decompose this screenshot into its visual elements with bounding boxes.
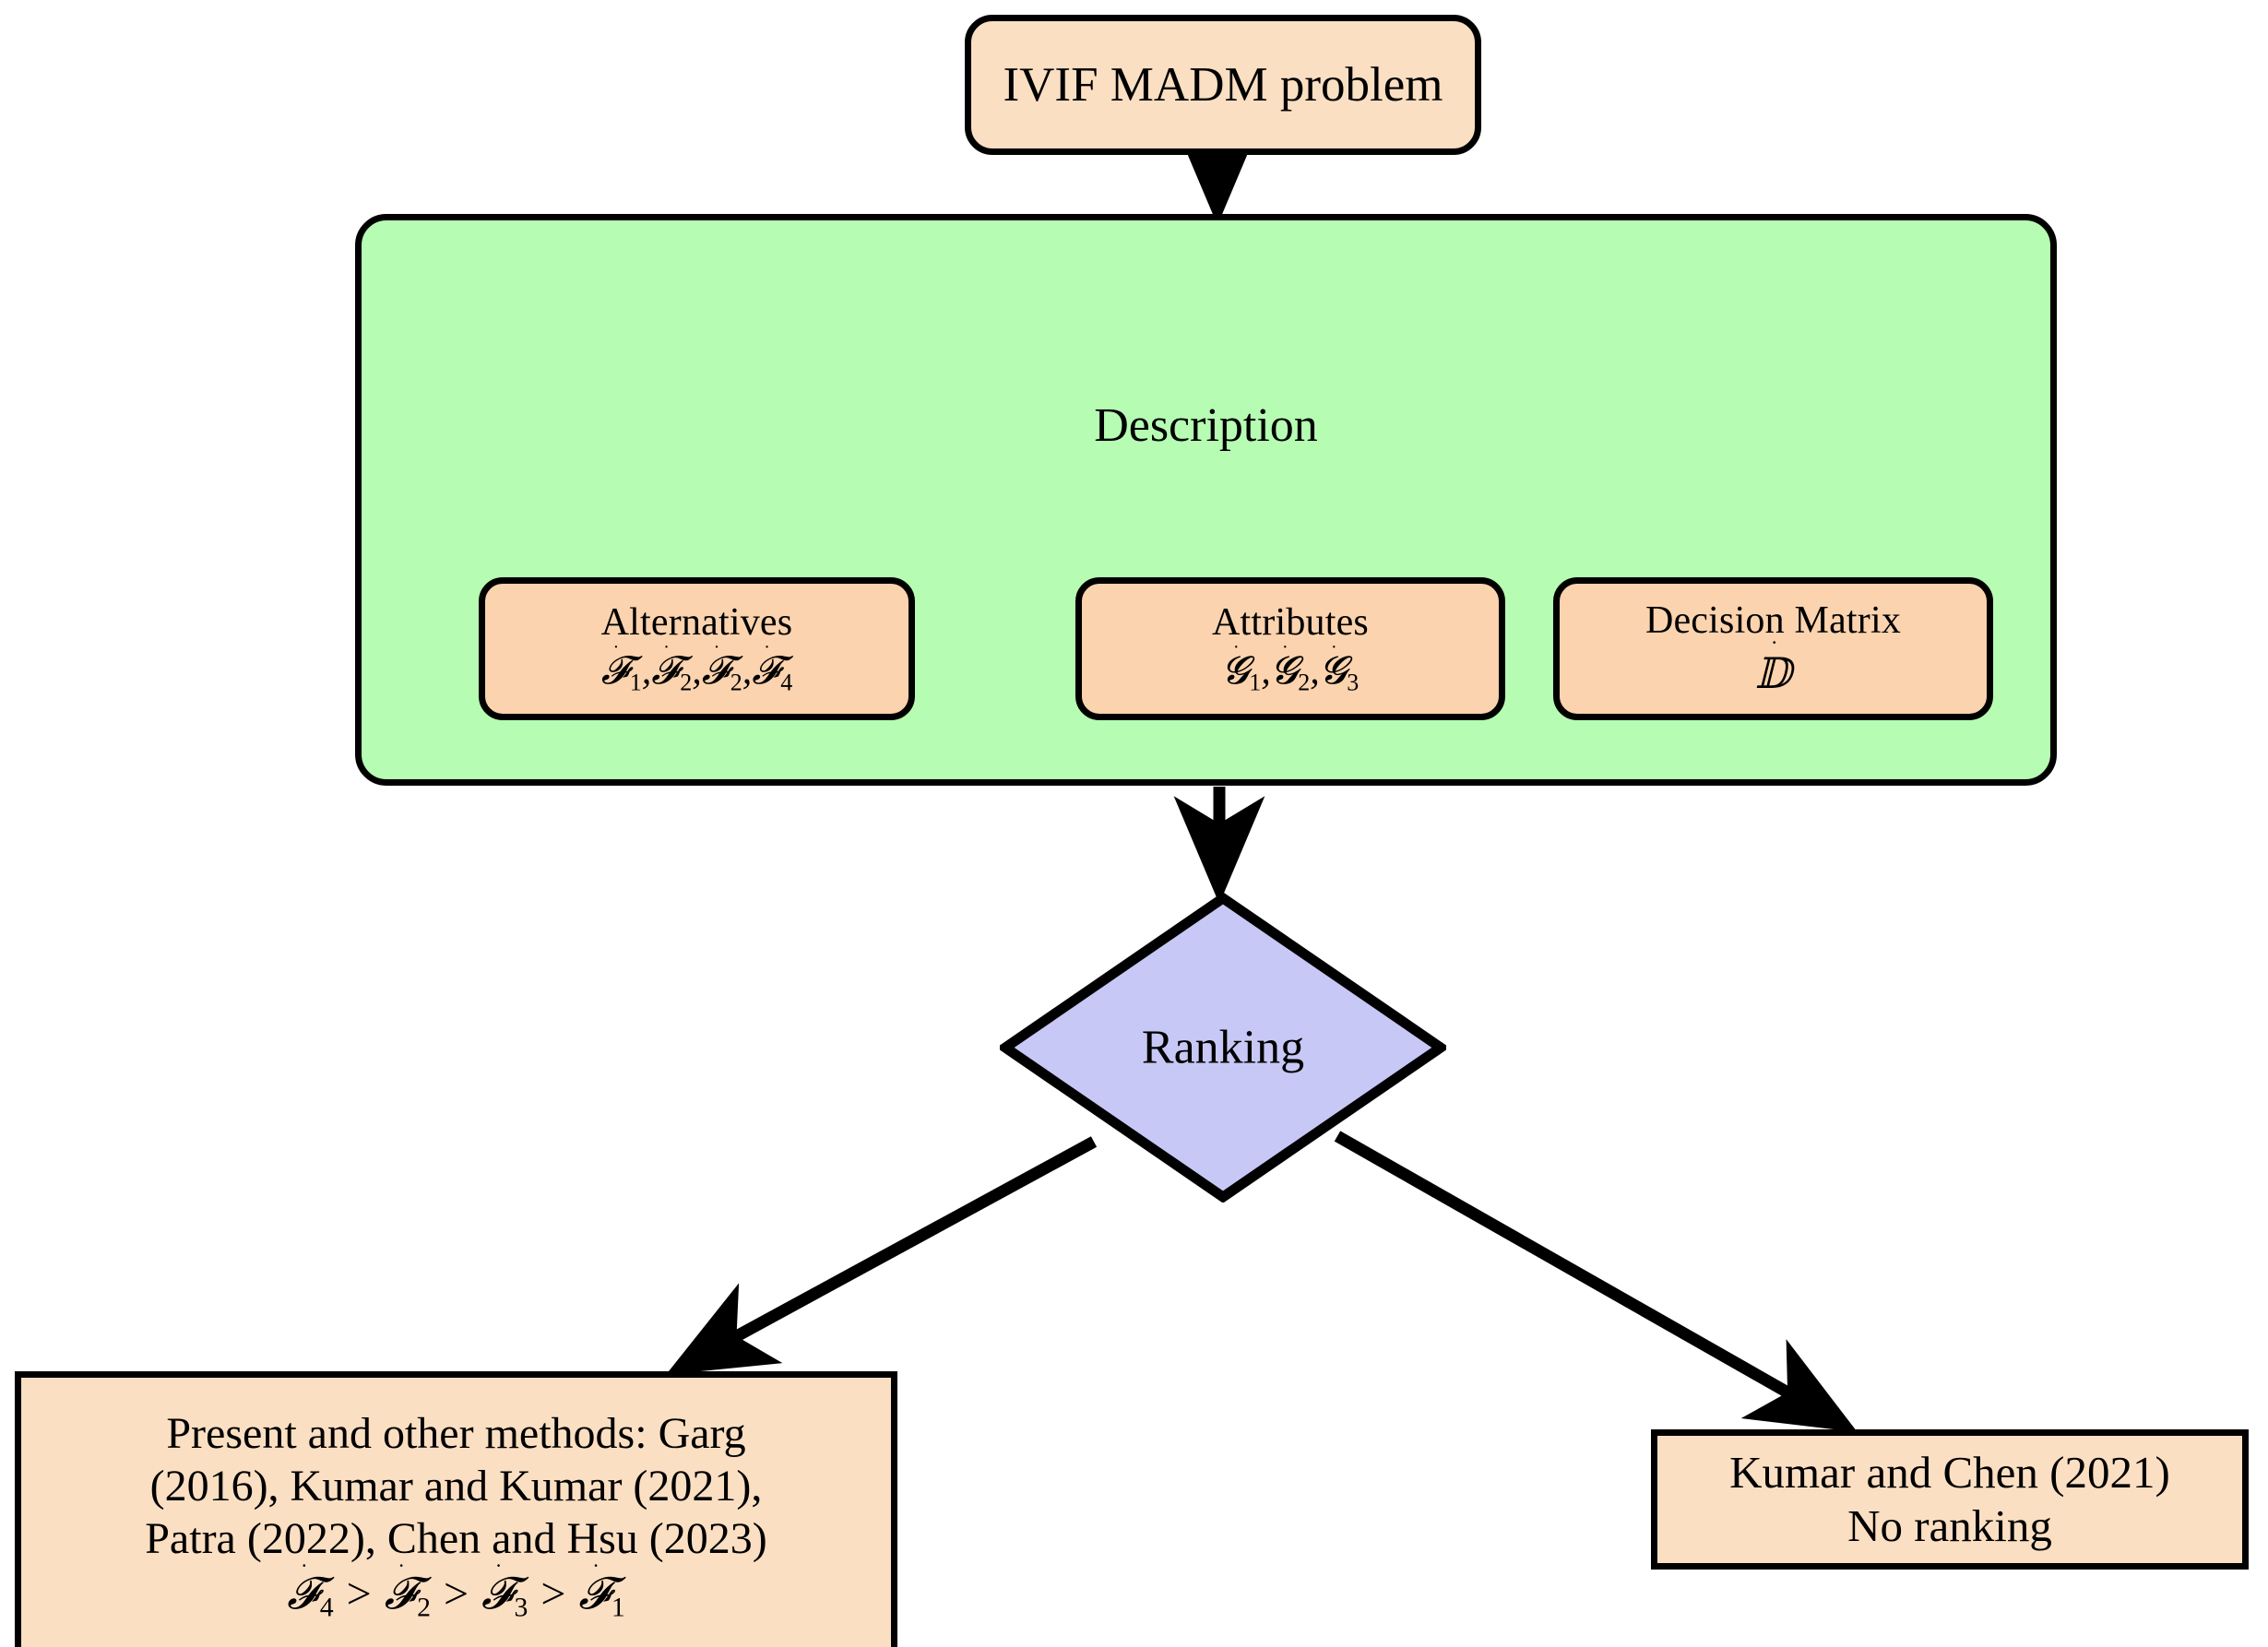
diamond-shape	[1000, 893, 1446, 1203]
methods-ranking: 𝓕˙4>𝓕˙2>𝓕˙3>𝓕˙1	[287, 1559, 625, 1623]
start-node[interactable]: IVIF MADM problem	[965, 15, 1481, 155]
attributes-math: 𝓖˙1,𝓖˙2,𝓖˙3	[1221, 641, 1360, 696]
methods-line-1: Present and other methods: Garg	[166, 1409, 746, 1459]
alternatives-node[interactable]: Alternatives 𝓕˙1,𝓕˙2,𝓕˙2,𝓕˙4	[479, 577, 915, 720]
description-container[interactable]: Description Alternatives 𝓕˙1,𝓕˙2,𝓕˙2,𝓕˙4…	[355, 214, 2057, 786]
description-title: Description	[1094, 399, 1318, 452]
attributes-title: Attributes	[1212, 600, 1369, 644]
methods-line-2: (2016), Kumar and Kumar (2021),	[149, 1461, 763, 1511]
alternatives-math: 𝓕˙1,𝓕˙2,𝓕˙2,𝓕˙4	[600, 641, 793, 696]
decision-matrix-title: Decision Matrix	[1645, 599, 1902, 643]
no-ranking-outcome-node[interactable]: Kumar and Chen (2021) No ranking	[1651, 1429, 2249, 1570]
methods-outcome-node[interactable]: Present and other methods: Garg (2016), …	[15, 1371, 897, 1647]
decision-matrix-node[interactable]: Decision Matrix 𝔻˙	[1553, 577, 1993, 720]
attributes-node[interactable]: Attributes 𝓖˙1,𝓖˙2,𝓖˙3	[1075, 577, 1505, 720]
decision-matrix-math: 𝔻˙	[1754, 638, 1792, 698]
no-ranking-line-2: No ranking	[1847, 1500, 2052, 1551]
start-node-label: IVIF MADM problem	[1003, 57, 1443, 112]
ranking-decision-node[interactable]: Ranking	[1000, 893, 1446, 1203]
ranking-label: Ranking	[1141, 1021, 1305, 1074]
no-ranking-line-1: Kumar and Chen (2021)	[1729, 1447, 2170, 1499]
methods-line-3: Patra (2022), Chen and Hsu (2023)	[145, 1513, 767, 1563]
alternatives-title: Alternatives	[600, 600, 793, 644]
